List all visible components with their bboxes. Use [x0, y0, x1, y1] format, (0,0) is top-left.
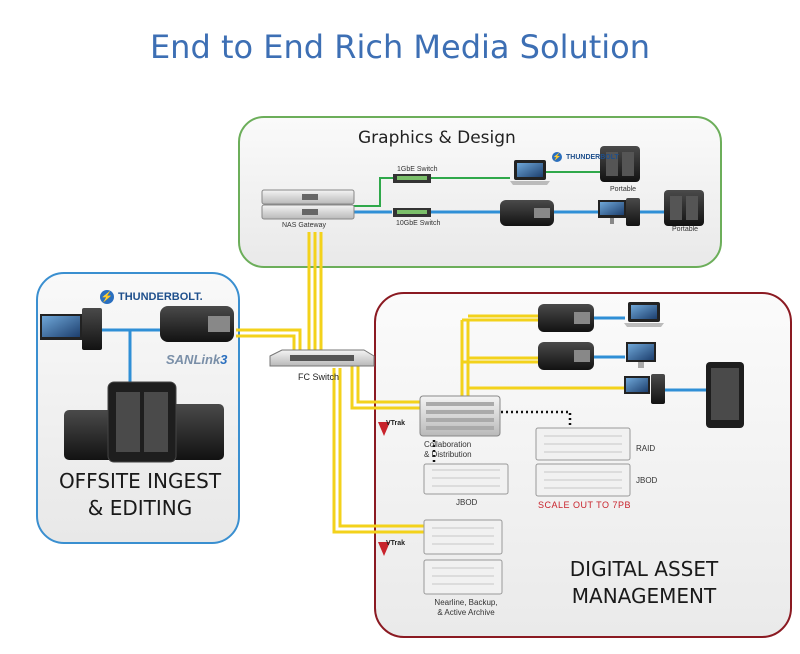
vtrak-enclosure [423, 559, 503, 595]
nearline-label: Nearline, Backup, & Active Archive [426, 598, 506, 618]
workstation-icon [40, 308, 102, 350]
storage-tower-icon [168, 404, 224, 460]
10gbe-switch [393, 208, 431, 217]
vtrak-enclosure [423, 519, 503, 555]
collaboration-line2: & Distribution [424, 450, 472, 459]
scale-out-label: SCALE OUT TO 7PB [538, 500, 632, 510]
graphics-design-title: Graphics & Design [358, 128, 516, 148]
diagram-title: End to End Rich Media Solution [149, 28, 651, 66]
sanlink-device [160, 306, 234, 342]
vtrak-logo-text: VTrak [386, 420, 406, 427]
storage-tower-icon [64, 410, 120, 460]
thunderbolt-icon: ⚡ [552, 152, 562, 162]
nearline-line1: Nearline, Backup, [434, 598, 498, 607]
laptop-icon [624, 302, 664, 327]
vtrak-logo-text: VTrak [386, 540, 406, 547]
sanlink-device [538, 304, 594, 332]
dam-label-line2: MANAGEMENT [571, 584, 717, 608]
vtrak-logo-icon [378, 422, 390, 556]
thunderbolt-logo: ⚡ THUNDERBOLT. [100, 290, 203, 304]
thunderbolt-logo: ⚡ THUNDERBOLT [552, 152, 619, 162]
dam-label-line1: DIGITAL ASSET [569, 557, 719, 581]
1gbe-switch [393, 174, 431, 183]
rack-server-icon [419, 395, 501, 437]
nearline-line2: & Active Archive [437, 608, 495, 617]
offsite-label-line2: & EDITING [87, 496, 193, 520]
laptop-icon [510, 160, 550, 185]
portable-label: Portable [672, 226, 699, 233]
nas-gateway-server [261, 189, 355, 220]
fc-switch-label: FC Switch [298, 372, 340, 382]
offsite-label-line1: OFFSITE INGEST [58, 469, 222, 493]
thunderbolt-logo-text: THUNDERBOLT [566, 153, 619, 161]
fc-links [236, 232, 625, 534]
1gbe-switch-label: 1GbE Switch [397, 166, 438, 173]
jbod-label: JBOD [456, 498, 478, 507]
sanlink-logo-number: 3 [220, 352, 228, 367]
sanlink-logo: SANLink3 [166, 352, 227, 367]
workstation-icon [598, 198, 640, 226]
jbod-label: JBOD [636, 476, 658, 485]
digital-asset-management-label: DIGITAL ASSET MANAGEMENT [546, 556, 742, 610]
offsite-ingest-label: OFFSITE INGEST & EDITING [52, 468, 228, 522]
thunderbolt-icon: ⚡ [100, 290, 114, 304]
collaboration-line1: Collaboration [424, 440, 472, 449]
sanlink-device [500, 200, 554, 226]
workstation-icon [624, 374, 665, 404]
storage-tower-icon [706, 362, 744, 428]
network-switch-icon [269, 349, 375, 367]
thunderbolt-logo-text: THUNDERBOLT. [118, 291, 203, 303]
portable-label: Portable [610, 186, 637, 193]
raid-label: RAID [636, 444, 656, 453]
sas-dotted-links [432, 410, 572, 462]
storage-tower-icon [107, 381, 177, 463]
storage-tower-icon [600, 146, 640, 182]
storage-tower-icon [664, 190, 704, 226]
collaboration-label: Collaboration & Distribution [424, 440, 472, 460]
ethernet-links [352, 171, 600, 207]
10gbe-switch-label: 10GbE Switch [396, 220, 441, 227]
sanlink-device [538, 342, 594, 370]
nas-gateway-label: NAS Gateway [282, 222, 326, 229]
jbod-enclosure [423, 463, 509, 495]
monitor-icon [626, 342, 656, 368]
sanlink-logo-text: SANLink [166, 352, 221, 367]
